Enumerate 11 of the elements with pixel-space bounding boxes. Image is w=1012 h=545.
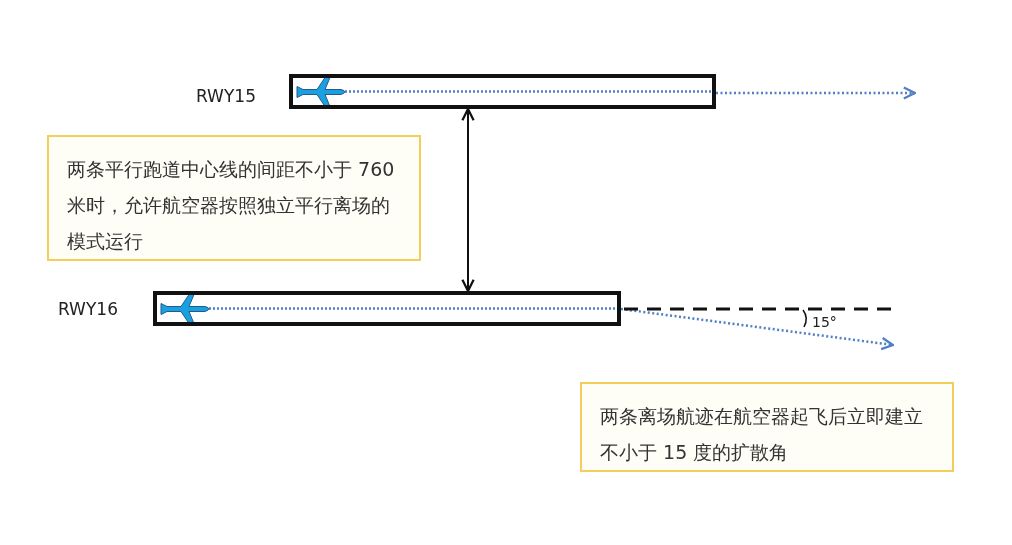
note-text: 两条平行跑道中心线的间距不小于 760 米时，允许航空器按照独立平行离场的模式运行 bbox=[67, 157, 396, 254]
arrow bbox=[620, 307, 895, 351]
arrow bbox=[461, 107, 475, 293]
angle-label: 15° bbox=[812, 314, 837, 330]
note-box bbox=[580, 382, 954, 472]
runway-label: RWY16 bbox=[58, 299, 118, 319]
runway-strip bbox=[153, 291, 621, 326]
runway-strip bbox=[289, 74, 716, 109]
note-text: 两条离场航迹在航空器起飞后立即建立不小于 15 度的扩散角 bbox=[600, 404, 924, 465]
runway-label: RWY15 bbox=[196, 86, 256, 106]
note-box bbox=[47, 135, 421, 261]
